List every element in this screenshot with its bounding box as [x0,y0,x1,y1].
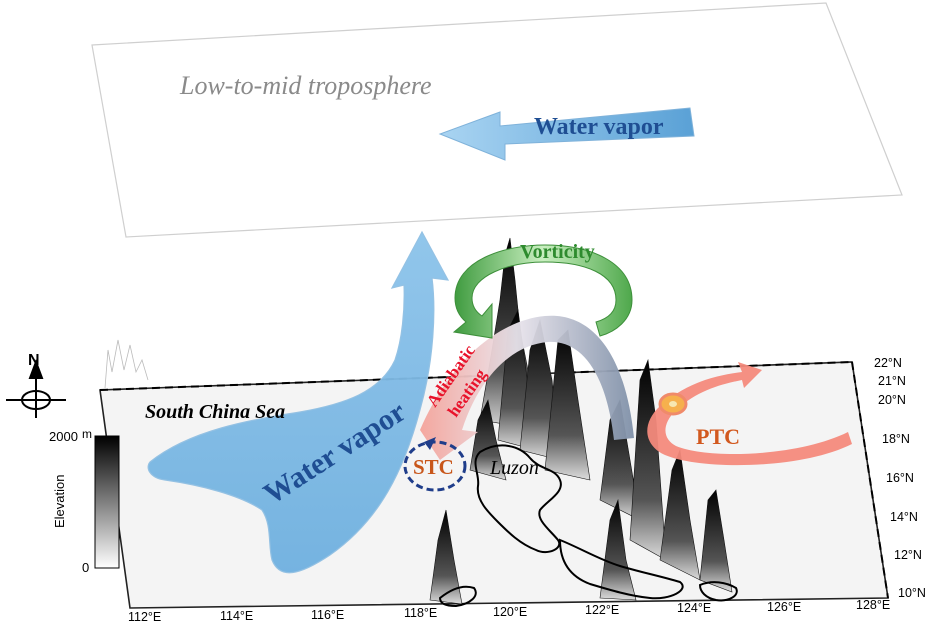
y-tick-label: 22°N [874,356,902,370]
north-label: N [28,352,40,369]
north-compass [6,359,66,418]
ptc-track-arrow [647,362,852,466]
elevation-max-label: 2000 [49,429,78,444]
elevation-unit-label: m [82,427,92,441]
x-tick-label: 116°E [311,608,344,622]
vorticity-label: Vorticity [520,241,595,263]
layer-title: Low-to-mid troposphere [179,71,432,100]
stc-label: STC [413,455,454,479]
y-tick-label: 16°N [886,471,914,485]
adiabatic-arch-arrow [420,315,634,460]
elevation-colorbar [94,435,120,569]
y-tick-label: 10°N [898,586,926,600]
elevation-title: Elevation [52,475,67,528]
ptc-eye-icon [669,401,677,407]
map-top-dashed-border [99,361,853,391]
stc-circulation-ring [403,440,467,492]
luzon-label: Luzon [489,457,539,479]
x-tick-label: 124°E [677,601,711,615]
lower-water-vapor-arrow [147,230,450,574]
x-tick-label: 112°E [128,610,161,623]
x-tick-label: 118°E [404,606,437,620]
upper-water-vapor-arrow [438,107,695,161]
y-tick-label: 20°N [878,393,906,407]
elevation-min-label: 0 [82,560,89,575]
y-axis: 22°N 21°N 20°N 18°N 16°N 14°N 12°N 10°N [874,356,926,600]
vorticity-ring-arrow [452,244,633,339]
y-tick-label: 12°N [894,548,922,562]
upper-water-vapor-label: Water vapor [534,114,664,140]
x-tick-label: 120°E [493,605,527,619]
x-tick-label: 128°E [856,598,890,612]
x-axis: 112°E 114°E 116°E 118°E 120°E 122°E 124°… [128,598,890,623]
background-terrain [104,339,149,389]
y-tick-label: 18°N [882,432,910,446]
coastlines [438,444,738,608]
x-tick-label: 126°E [767,600,801,614]
x-tick-label: 114°E [220,609,253,623]
y-tick-label: 21°N [878,374,906,388]
stc-arrowhead-icon [424,437,436,450]
y-tick-label: 14°N [890,510,918,524]
ptc-label: PTC [696,424,740,449]
x-tick-label: 122°E [585,603,619,617]
south-china-sea-label: South China Sea [145,401,285,423]
map-right-dashed-border [851,361,889,599]
